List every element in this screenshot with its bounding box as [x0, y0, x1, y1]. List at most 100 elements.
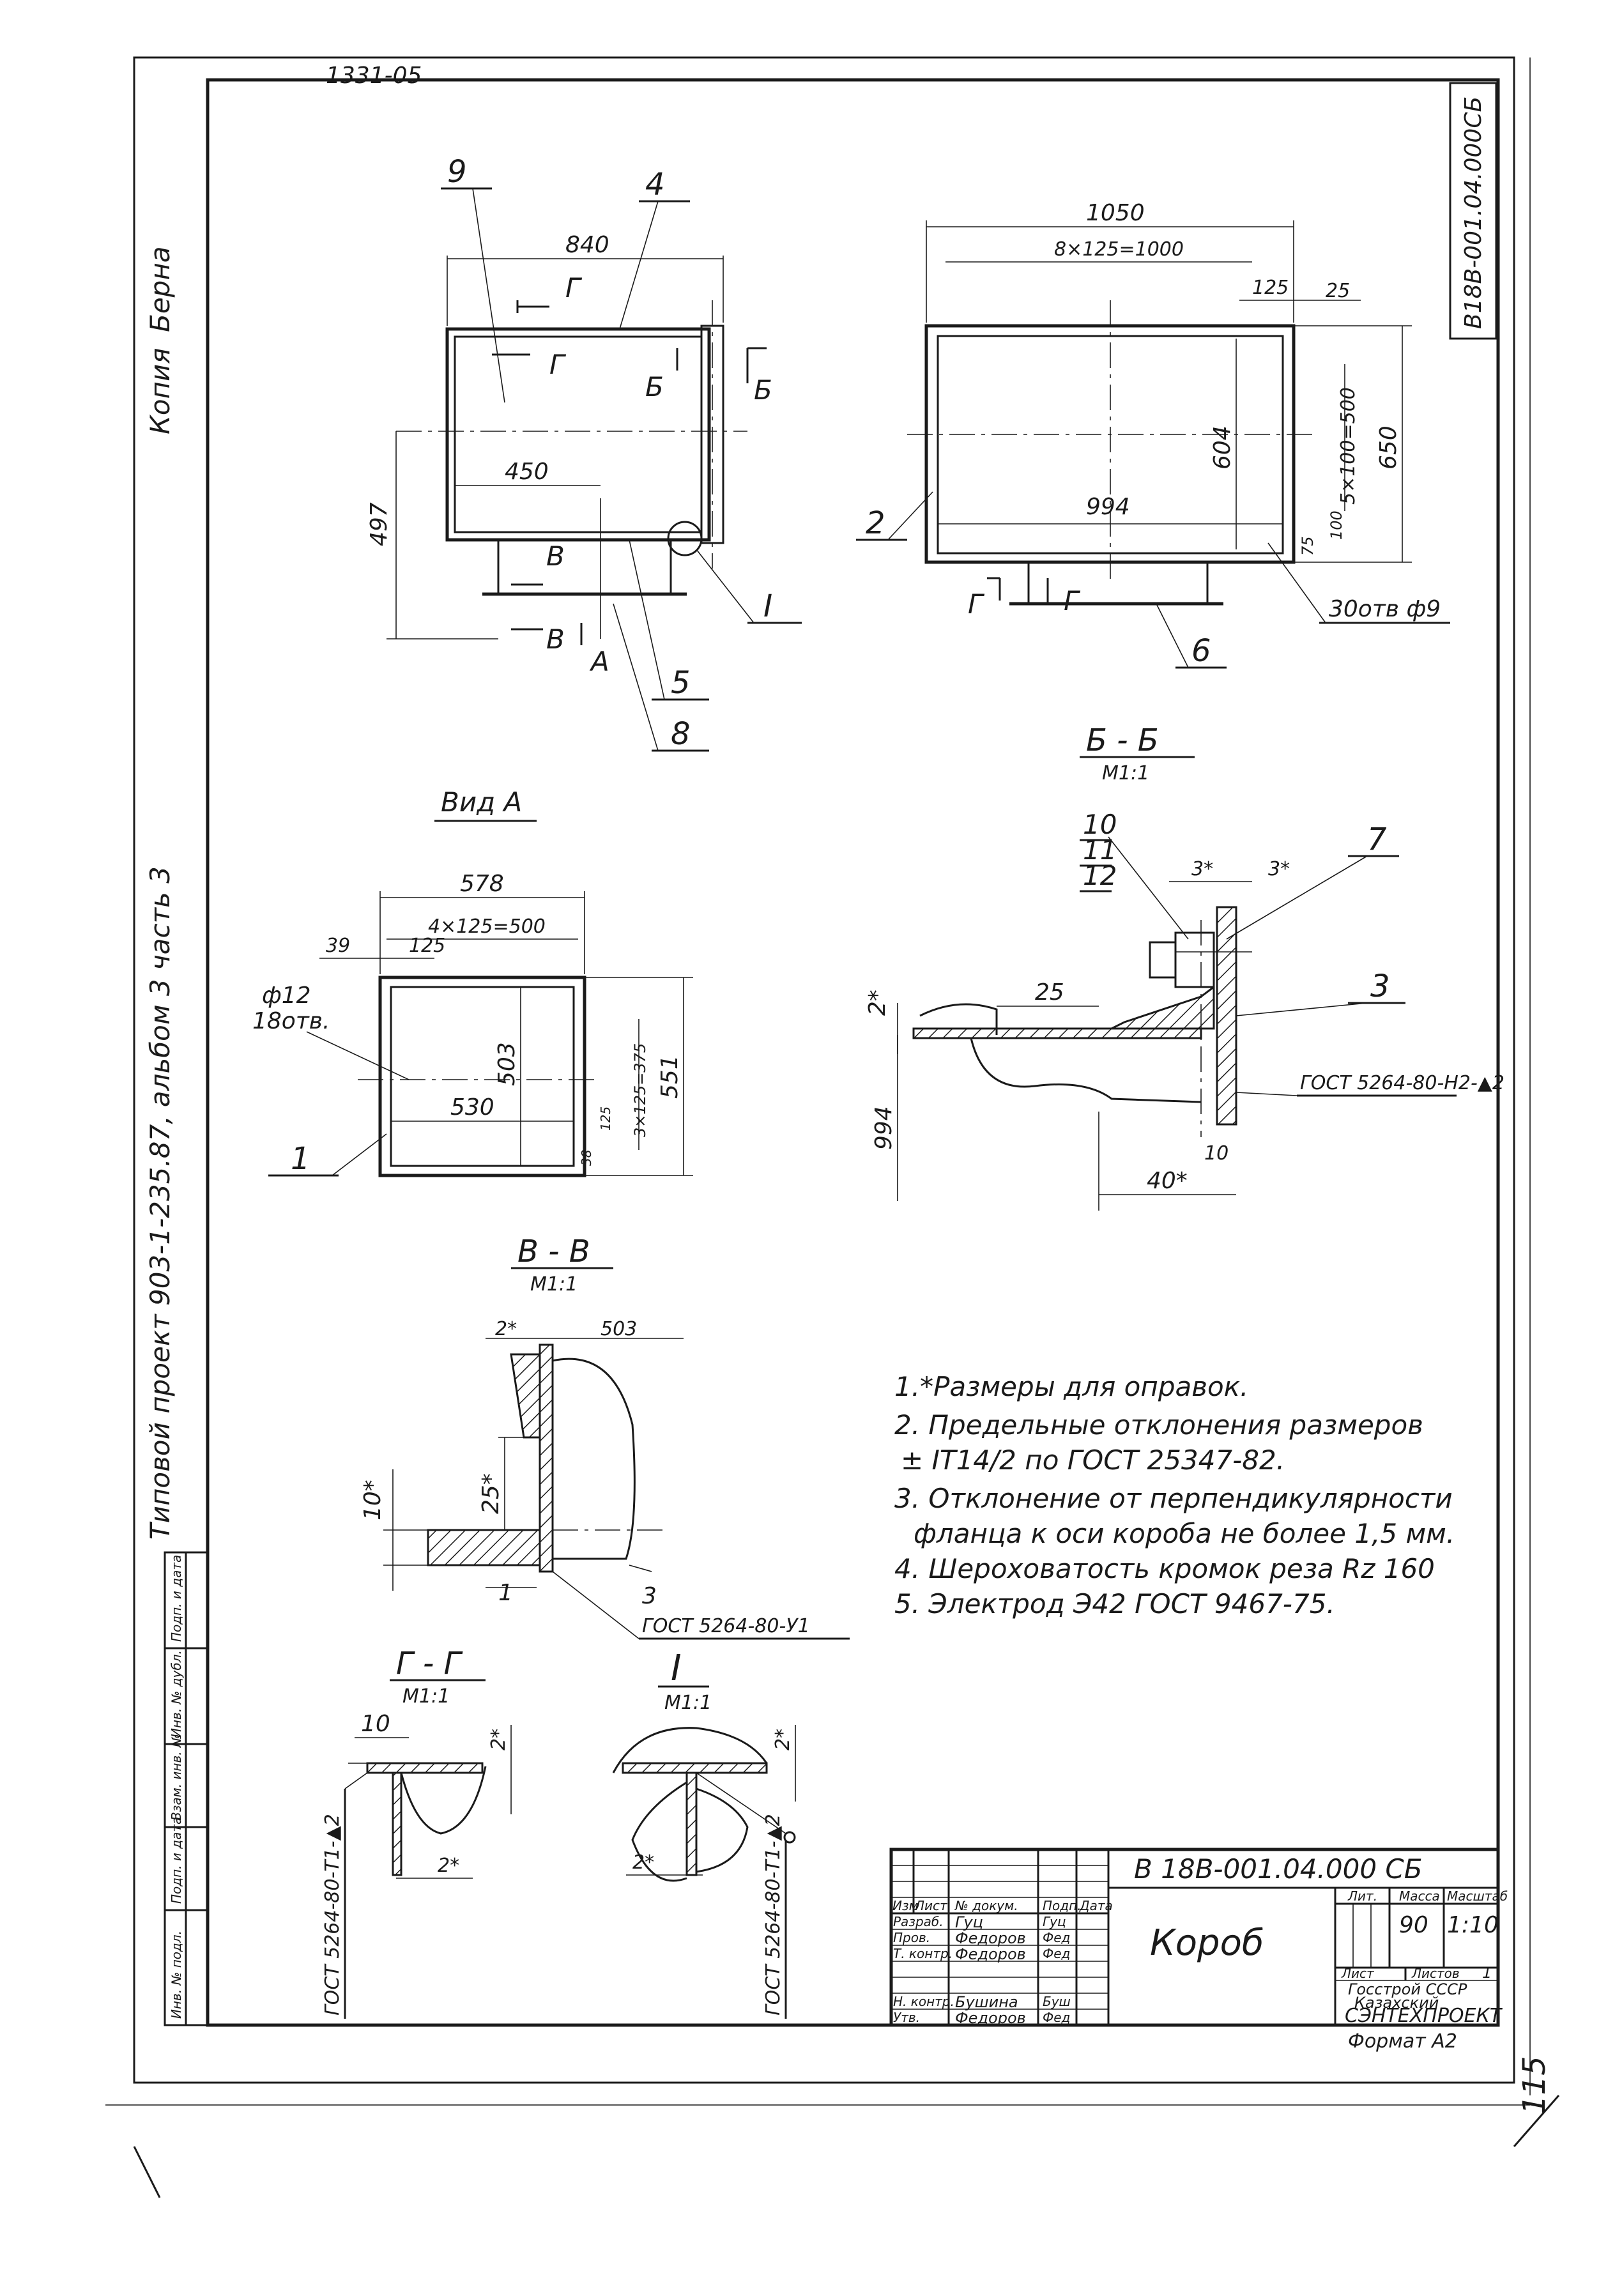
svg-text:Взам. инв. №: Взам. инв. № — [169, 1734, 184, 1821]
svg-text:2*: 2* — [864, 990, 891, 1016]
note-4: 4. Шероховатость кромок реза Rz 160 — [894, 1553, 1435, 1584]
svg-text:650: 650 — [1375, 425, 1402, 470]
side-copy: Копия — [144, 348, 176, 434]
svg-text:450: 450 — [505, 459, 549, 485]
inner-frame — [206, 78, 1500, 2027]
svg-text:39: 39 — [326, 935, 350, 957]
svg-text:Федоров: Федоров — [955, 1929, 1026, 1947]
svg-text:9: 9 — [447, 154, 467, 190]
svg-text:30отв ф9: 30отв ф9 — [1329, 596, 1441, 622]
svg-text:10: 10 — [1083, 809, 1117, 840]
svg-text:ГОСТ 5264-80-Т1-▲2: ГОСТ 5264-80-Т1-▲2 — [762, 1814, 785, 2016]
svg-text:4×125=500: 4×125=500 — [428, 915, 546, 938]
main-view: 840 450 497 Г Г Б Б В В А 9 4 5 8 I — [366, 154, 802, 752]
note-1: 1.*Размеры для оправок. — [894, 1371, 1248, 1402]
svg-text:В: В — [546, 624, 565, 655]
svg-text:Разраб.: Разраб. — [893, 1914, 944, 1929]
svg-text:Г: Г — [1064, 585, 1081, 616]
svg-text:Лит.: Лит. — [1347, 1888, 1377, 1904]
svg-text:ГОСТ 5264-80-Н2-▲2: ГОСТ 5264-80-Н2-▲2 — [1300, 1072, 1504, 1094]
svg-text:1: 1 — [291, 1141, 310, 1177]
note-2b: ± IT14/2 по ГОСТ 25347-82. — [901, 1444, 1285, 1476]
svg-text:Дата: Дата — [1079, 1898, 1113, 1913]
side-project: Типовой проект 903-1-235.87, альбом 3 ча… — [144, 866, 176, 1540]
technical-notes: 1.*Размеры для оправок. 2. Предельные от… — [894, 1371, 1455, 1619]
svg-text:3*: 3* — [1191, 858, 1213, 880]
svg-text:Госстрой СССР: Госстрой СССР — [1348, 1980, 1467, 1998]
svg-text:25*: 25* — [478, 1473, 504, 1514]
svg-text:497: 497 — [366, 502, 392, 546]
sheet-format: Формат А2 — [1348, 2030, 1457, 2053]
svg-text:Подп. и дата: Подп. и дата — [169, 1817, 184, 1904]
svg-text:№ докум.: № докум. — [954, 1898, 1018, 1913]
svg-text:90: 90 — [1399, 1912, 1428, 1938]
svg-text:Т. контр.: Т. контр. — [893, 1946, 953, 1961]
svg-text:530: 530 — [450, 1094, 494, 1121]
svg-text:5: 5 — [671, 665, 691, 701]
svg-text:Г - Г: Г - Г — [396, 1646, 463, 1681]
svg-text:3: 3 — [1370, 968, 1390, 1004]
svg-text:Б - Б: Б - Б — [1086, 723, 1159, 758]
svg-text:125: 125 — [409, 935, 445, 957]
svg-text:10*: 10* — [360, 1480, 386, 1520]
svg-text:125: 125 — [1252, 277, 1289, 299]
svg-text:10: 10 — [361, 1711, 390, 1737]
svg-text:100: 100 — [1328, 510, 1345, 540]
svg-text:Подп.: Подп. — [1043, 1898, 1082, 1913]
svg-text:Н. контр.: Н. контр. — [893, 1994, 954, 2009]
svg-text:3*: 3* — [1268, 858, 1290, 880]
svg-text:503: 503 — [601, 1318, 637, 1340]
svg-text:Г: Г — [968, 588, 985, 620]
svg-text:994: 994 — [1086, 494, 1130, 520]
svg-text:Г: Г — [549, 349, 567, 380]
svg-text:ГОСТ 5264-80-Т1-▲2: ГОСТ 5264-80-Т1-▲2 — [321, 1814, 344, 2016]
svg-text:Гуц: Гуц — [955, 1913, 983, 1931]
svg-text:I: I — [763, 588, 772, 624]
svg-text:В - В: В - В — [517, 1234, 590, 1269]
section-bb: Б - Б М1:1 10 11 12 7 3 3* 3* 2* 25 994 … — [864, 723, 1504, 1211]
svg-text:М1:1: М1:1 — [530, 1273, 578, 1296]
svg-text:Утв.: Утв. — [893, 2010, 920, 2025]
svg-text:М1:1: М1:1 — [1102, 762, 1149, 784]
svg-text:М1:1: М1:1 — [664, 1692, 712, 1714]
svg-text:Г: Г — [565, 272, 583, 303]
svg-text:ф12: ф12 — [262, 983, 311, 1009]
side-code-box: В18В-001.04.000СБ — [1449, 82, 1497, 340]
svg-text:18отв.: 18отв. — [252, 1008, 330, 1034]
svg-text:40*: 40* — [1147, 1168, 1188, 1194]
svg-text:М1:1: М1:1 — [402, 1685, 450, 1708]
svg-text:Масса: Масса — [1399, 1888, 1440, 1904]
svg-text:В: В — [546, 540, 565, 572]
svg-text:12: 12 — [1083, 860, 1117, 891]
svg-text:8×125=1000: 8×125=1000 — [1054, 238, 1184, 261]
svg-text:Фед: Фед — [1043, 1946, 1070, 1961]
svg-text:10: 10 — [1204, 1142, 1228, 1165]
svg-text:3: 3 — [642, 1583, 657, 1609]
svg-text:1: 1 — [1482, 1964, 1492, 1982]
svg-text:1050: 1050 — [1086, 200, 1145, 226]
svg-text:Вид А: Вид А — [441, 786, 522, 818]
svg-text:ГОСТ 5264-80-У1: ГОСТ 5264-80-У1 — [642, 1615, 810, 1637]
svg-text:Пров.: Пров. — [893, 1930, 930, 1945]
svg-text:Бушина: Бушина — [955, 1993, 1018, 2011]
svg-text:8: 8 — [671, 716, 691, 752]
svg-text:551: 551 — [657, 1055, 683, 1099]
svg-text:604: 604 — [1209, 425, 1236, 470]
section-vv: В - В М1:1 2* 503 10* 25* 1 3 ГОСТ 5264-… — [360, 1234, 850, 1640]
svg-text:125: 125 — [598, 1106, 613, 1131]
svg-text:Фед: Фед — [1043, 2010, 1070, 2025]
note-3b: фланца к оси короба не более 1,5 мм. — [914, 1518, 1455, 1549]
svg-text:994: 994 — [871, 1106, 897, 1150]
svg-text:503: 503 — [494, 1042, 520, 1086]
side-view: 1050 8×125=1000 125 25 994 604 5×100=500… — [856, 200, 1450, 669]
bottom-mark: 115 — [1517, 2056, 1552, 2115]
svg-text:Федоров: Федоров — [955, 1945, 1026, 1963]
svg-text:Буш: Буш — [1043, 1994, 1071, 2009]
svg-text:СЭНТЕХПРОЕКТ: СЭНТЕХПРОЕКТ — [1345, 2005, 1503, 2027]
svg-text:Б: Б — [645, 371, 664, 402]
doc-number: В 18В-001.04.000 СБ — [1134, 1853, 1423, 1885]
svg-text:Казахский: Казахский — [1354, 1994, 1439, 2012]
svg-text:А: А — [589, 646, 609, 677]
svg-text:1:10: 1:10 — [1447, 1912, 1499, 1938]
